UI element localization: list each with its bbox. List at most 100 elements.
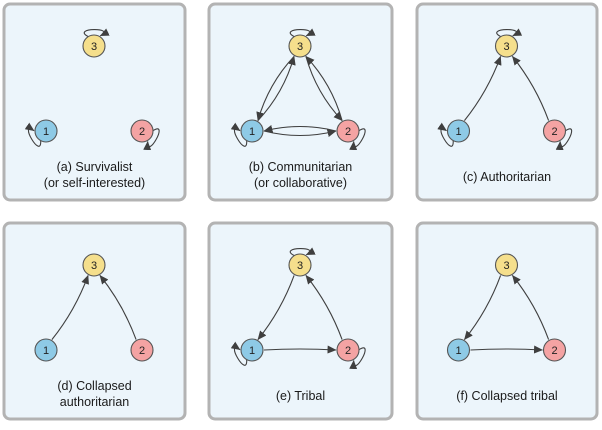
node-1: 1 xyxy=(240,119,264,143)
node-2: 2 xyxy=(336,119,360,143)
panel-caption: (or self-interested) xyxy=(44,176,145,190)
node-1-circle xyxy=(446,119,471,143)
node-2: 2 xyxy=(130,119,154,143)
edge-2-to-3 xyxy=(305,275,343,340)
node-3-circle xyxy=(494,34,519,58)
panel-caption: (b) Communitarian xyxy=(249,160,353,174)
node-3: 3 xyxy=(288,253,312,277)
node-2: 2 xyxy=(336,338,360,362)
panel-frame xyxy=(415,221,599,421)
node-1: 1 xyxy=(34,338,58,362)
panel-caption: (or collaborative) xyxy=(254,176,347,190)
node-3-label: 3 xyxy=(503,41,509,53)
node-3-circle xyxy=(82,34,106,58)
node-1: 1 xyxy=(240,338,264,362)
panel-caption: (d) Collapsed xyxy=(57,379,131,393)
node-3-circle xyxy=(288,253,312,277)
panel-a: 1 2 3 (a) Survivalist (or self-interested) xyxy=(2,2,187,202)
node-1-label: 1 xyxy=(249,345,255,357)
edge-2-to-1 xyxy=(263,125,337,133)
self-loop-2 xyxy=(349,128,366,151)
panel-frame xyxy=(207,221,394,421)
node-3-label: 3 xyxy=(91,41,97,53)
panel-caption: (c) Authoritarian xyxy=(463,170,551,184)
node-2: 2 xyxy=(542,119,567,143)
node-2-label: 2 xyxy=(345,345,351,357)
self-loop-3 xyxy=(496,28,523,38)
panel-frame xyxy=(2,2,187,202)
panel-frame xyxy=(207,2,394,202)
node-3-circle xyxy=(82,253,106,277)
edge-3-to-2 xyxy=(305,56,343,121)
edge-3-to-1 xyxy=(256,56,295,122)
self-loop-1 xyxy=(230,122,248,147)
self-loop-2 xyxy=(143,128,160,151)
node-3: 3 xyxy=(82,253,106,277)
self-loop-2 xyxy=(349,347,366,370)
panel-e: 1 2 3 (e) Tribal xyxy=(207,221,394,421)
node-1-circle xyxy=(446,338,471,362)
node-2-circle xyxy=(336,119,360,143)
panel-caption: (e) Tribal xyxy=(276,389,325,403)
edge-1-to-2 xyxy=(470,345,543,354)
panel-d: 1 2 3 (d) Collapsed authoritarian xyxy=(2,221,187,421)
node-1-circle xyxy=(34,338,58,362)
node-3: 3 xyxy=(494,34,519,58)
node-2-circle xyxy=(130,338,154,362)
panel-frame xyxy=(2,221,187,421)
node-2: 2 xyxy=(542,338,567,362)
self-loop-1 xyxy=(437,122,454,147)
node-2-label: 2 xyxy=(139,126,145,138)
node-2-circle xyxy=(542,119,567,143)
node-2: 2 xyxy=(130,338,154,362)
node-1-label: 1 xyxy=(455,126,461,138)
self-loop-2 xyxy=(555,128,573,151)
node-1-label: 1 xyxy=(249,126,255,138)
node-3: 3 xyxy=(288,34,312,58)
node-2-label: 2 xyxy=(551,126,557,138)
node-2-label: 2 xyxy=(551,345,557,357)
edge-3-to-1 xyxy=(463,275,502,340)
panel-caption: authoritarian xyxy=(60,395,130,409)
edge-2-to-3 xyxy=(511,56,550,121)
edge-1-to-3 xyxy=(463,55,502,121)
node-1-label: 1 xyxy=(455,345,461,357)
node-2-circle xyxy=(542,338,567,362)
node-1-label: 1 xyxy=(43,345,49,357)
edge-1-to-3 xyxy=(51,274,89,340)
node-2-circle xyxy=(130,119,154,143)
panel-caption: (a) Survivalist xyxy=(57,160,133,174)
node-1: 1 xyxy=(446,119,471,143)
node-1-circle xyxy=(240,119,264,143)
self-loop-3 xyxy=(289,247,316,257)
node-1-label: 1 xyxy=(43,126,49,138)
node-1: 1 xyxy=(34,119,58,143)
panel-b: 1 2 3 (b) Communitarian (or collaborative) xyxy=(207,2,394,202)
self-loop-1 xyxy=(230,341,248,366)
node-1: 1 xyxy=(446,338,471,362)
node-3-label: 3 xyxy=(91,260,97,272)
node-3-circle xyxy=(494,253,519,277)
node-1-circle xyxy=(34,119,58,143)
node-1-circle xyxy=(240,338,264,362)
node-2-label: 2 xyxy=(345,126,351,138)
node-3-label: 3 xyxy=(297,41,303,53)
edge-2-to-3 xyxy=(99,275,137,340)
edge-3-to-1 xyxy=(257,275,295,340)
edge-1-to-2 xyxy=(263,345,337,354)
self-loop-1 xyxy=(24,122,42,147)
node-3-circle xyxy=(288,34,312,58)
node-3-label: 3 xyxy=(503,260,509,272)
node-2-circle xyxy=(336,338,360,362)
node-3-label: 3 xyxy=(297,260,303,272)
panel-c: 1 2 3 (c) Authoritarian xyxy=(415,2,599,202)
node-3: 3 xyxy=(494,253,519,277)
self-loop-3 xyxy=(289,28,316,38)
node-3: 3 xyxy=(82,34,106,58)
panel-frame xyxy=(415,2,599,202)
self-loop-3 xyxy=(83,28,110,38)
node-2-label: 2 xyxy=(139,345,145,357)
edge-2-to-3 xyxy=(511,275,550,340)
